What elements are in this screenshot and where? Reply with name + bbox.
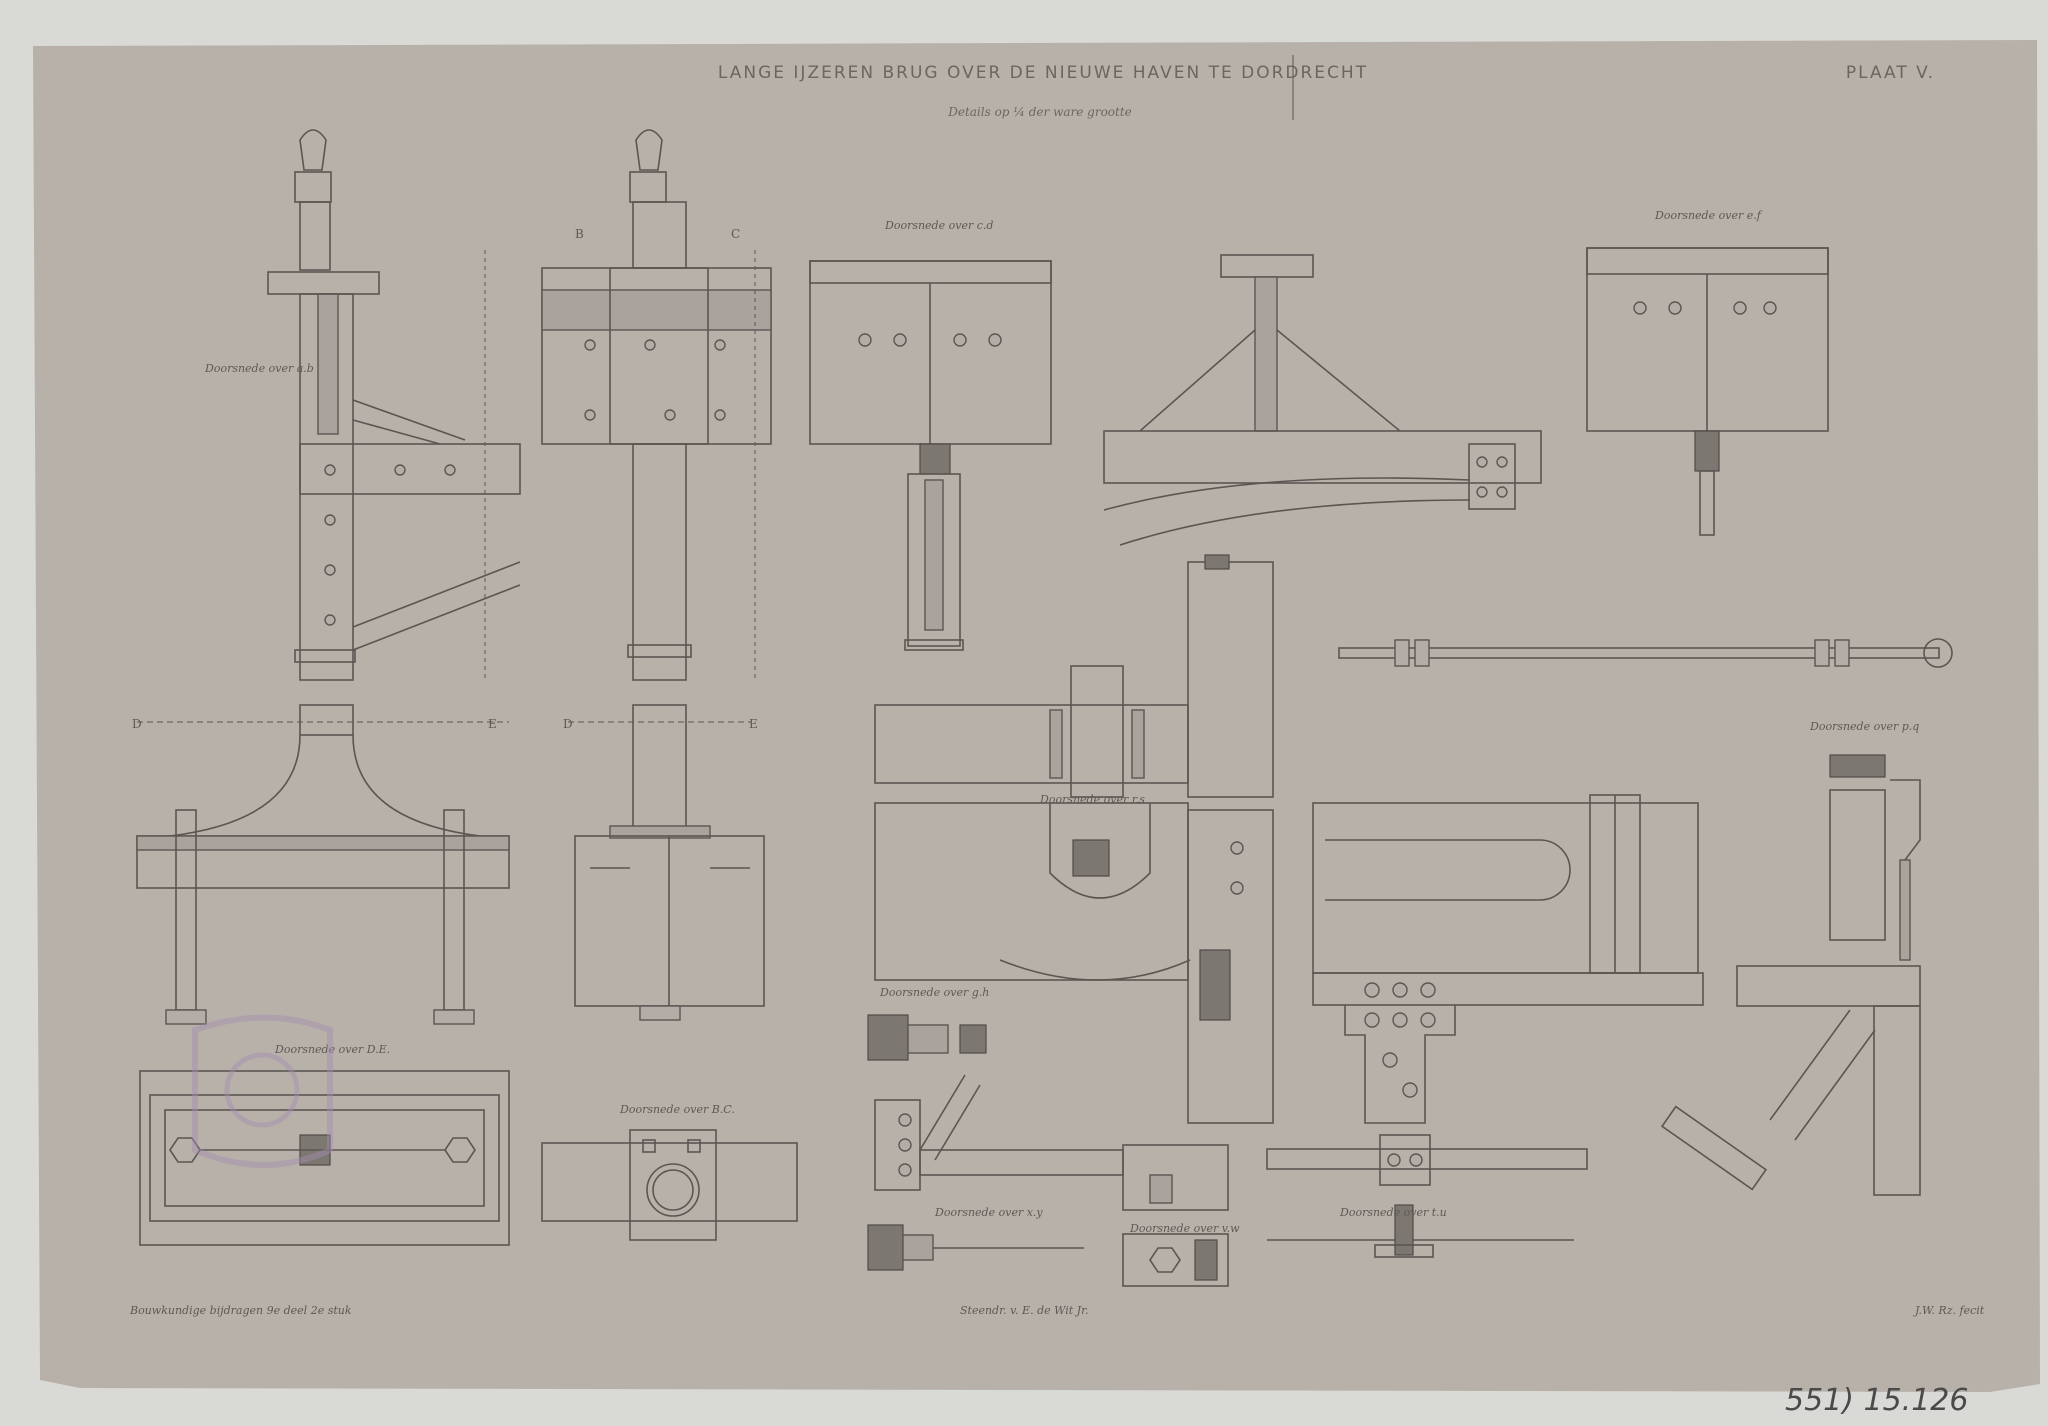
label-section-cd: Doorsnede over c.d — [884, 219, 993, 232]
label-section-xy: Doorsnede over x.y — [934, 1206, 1043, 1219]
section-BC — [541, 1129, 798, 1241]
cross-girder-bracket — [1103, 254, 1542, 546]
girder-section-ef — [1586, 247, 1829, 536]
label-section-DE: Doorsnede over D.E. — [274, 1043, 390, 1056]
label-section-vw: Doorsnede over v.w — [1129, 1222, 1240, 1235]
small-details — [867, 1014, 1588, 1287]
label-section-tu: Doorsnede over t.u — [1339, 1206, 1447, 1219]
credit-publication: Bouwkundige bijdragen 9e deel 2e stuk — [129, 1304, 352, 1317]
label-section-ef: Doorsnede over e.f — [1654, 209, 1763, 222]
bracket-section-pq — [1660, 754, 1921, 1196]
cut-letter-E-1: E — [488, 717, 497, 731]
credit-printer: Steendr. v. E. de Wit Jr. — [960, 1304, 1089, 1317]
column-elevation — [541, 129, 772, 681]
cut-letter-D-2: D — [563, 717, 573, 731]
cut-letter-C: C — [731, 227, 740, 241]
column-base-left — [136, 704, 510, 1025]
tie-rod — [1338, 638, 1953, 668]
label-section-pq: Doorsnede over p.q — [1809, 720, 1919, 733]
girder-joint-rs — [874, 554, 1274, 1124]
archive-number: 551) 15.126 — [1785, 1383, 1968, 1418]
column-base-right — [568, 704, 765, 1021]
label-section-BC: Doorsnede over B.C. — [619, 1103, 735, 1116]
paper-sheet — [33, 40, 2040, 1392]
label-section-rs: Doorsnede over r.s — [1039, 793, 1145, 806]
plate-subtitle: Details op ¼ der ware grootte — [947, 105, 1132, 119]
library-stamp — [192, 1014, 333, 1168]
credit-engraver: J.W. Rz. fecit — [1913, 1304, 1985, 1317]
plate-title: LANGE IJZEREN BRUG OVER DE NIEUWE HAVEN … — [718, 63, 1368, 83]
cut-letter-D-1: D — [132, 717, 142, 731]
cross-girder-joint — [1312, 794, 1704, 1124]
cut-letter-B: B — [575, 227, 584, 241]
label-section-ab: Doorsnede over a.b — [204, 362, 314, 375]
hanger-section-cd — [809, 260, 1052, 651]
column-section-ab — [267, 129, 521, 681]
label-section-gh: Doorsnede over g.h — [879, 986, 989, 999]
plate-number: PLAAT V. — [1846, 63, 1935, 83]
cut-letter-E-2: E — [749, 717, 758, 731]
plan-section-DE — [139, 1070, 510, 1246]
